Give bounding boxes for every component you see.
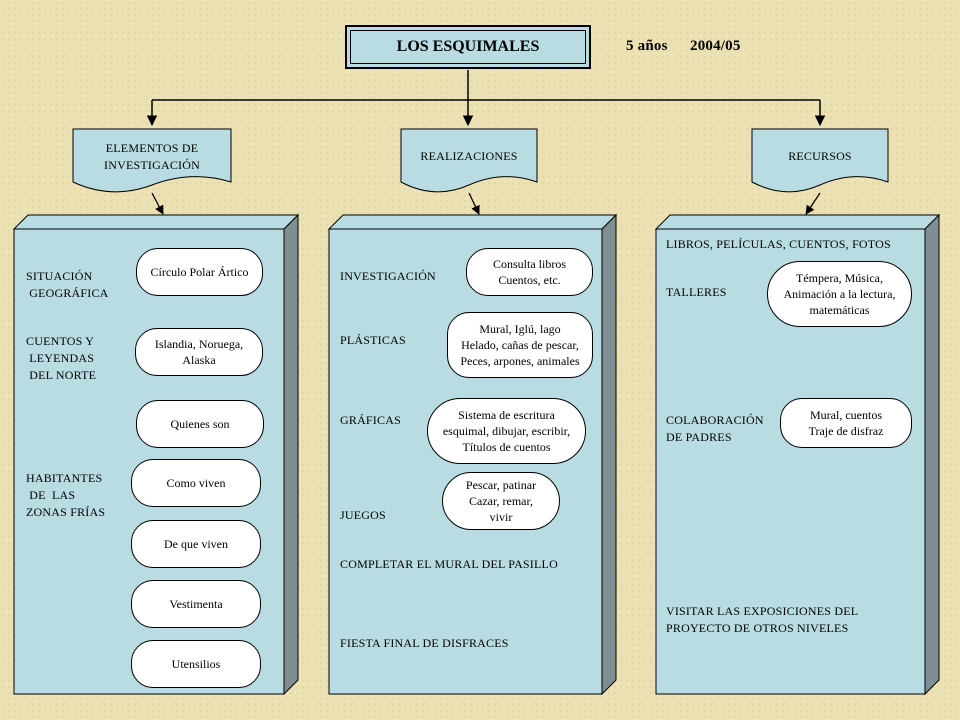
label-situacion: SITUACIÓN GEOGRÁFICA	[26, 269, 109, 300]
label-habitantes: HABITANTES DE LAS ZONAS FRÍAS	[26, 471, 106, 519]
label-cuentos: CUENTOS Y LEYENDAS DEL NORTE	[26, 334, 97, 382]
pill-de-que-viven: De que viven	[131, 520, 261, 568]
title-box: LOS ESQUIMALES	[345, 25, 591, 69]
pill-utensilios: Utensilios	[131, 640, 261, 688]
label-investigacion: INVESTIGACIÓN	[340, 269, 436, 283]
label-colaboracion: COLABORACIÓN DE PADRES	[666, 413, 764, 444]
label-plasticas: PLÁSTICAS	[340, 333, 406, 347]
title: LOS ESQUIMALES	[396, 38, 540, 55]
pill-islandia: Islandia, Noruega, Alaska	[135, 328, 263, 376]
label-libros-peliculas: LIBROS, PELÍCULAS, CUENTOS, FOTOS	[666, 237, 891, 251]
panel-arrows	[151, 192, 821, 215]
pill-mural-iglu: Mural, Iglú, lago Helado, cañas de pesca…	[447, 312, 593, 378]
label-visitar-exposiciones: VISITAR LAS EXPOSICIONES DEL PROYECTO DE…	[666, 604, 859, 635]
pill-pescar-patinar: Pescar, patinar Cazar, remar, vivir	[442, 472, 560, 530]
label-talleres: TALLERES	[666, 285, 727, 299]
pill-sistema-escritura: Sistema de escritura esquimal, dibujar, …	[427, 398, 586, 464]
age-label: 5 años	[626, 38, 668, 54]
header-shapes	[72, 128, 889, 193]
header-realizaciones: REALIZACIONES	[420, 149, 518, 163]
pill-como-viven: Como viven	[131, 459, 261, 507]
pill-circulo-polar: Círculo Polar Ártico	[136, 248, 263, 296]
header-elementos: ELEMENTOS DE INVESTIGACIÓN	[104, 141, 200, 172]
label-graficas: GRÁFICAS	[340, 413, 401, 427]
pill-quienes-son: Quienes son	[136, 400, 264, 448]
label-juegos: JUEGOS	[340, 508, 386, 522]
pill-tempera-musica: Témpera, Música, Animación a la lectura,…	[767, 261, 912, 327]
label-fiesta-final: FIESTA FINAL DE DISFRACES	[340, 636, 509, 650]
year-label: 2004/05	[690, 38, 741, 54]
pill-vestimenta: Vestimenta	[131, 580, 261, 628]
pill-consulta-libros: Consulta libros Cuentos, etc.	[466, 248, 593, 296]
header-recursos: RECURSOS	[788, 149, 852, 163]
pill-mural-cuentos: Mural, cuentos Traje de disfraz	[780, 398, 912, 448]
tree-connectors	[146, 70, 826, 127]
label-completar-mural: COMPLETAR EL MURAL DEL PASILLO	[340, 557, 558, 571]
